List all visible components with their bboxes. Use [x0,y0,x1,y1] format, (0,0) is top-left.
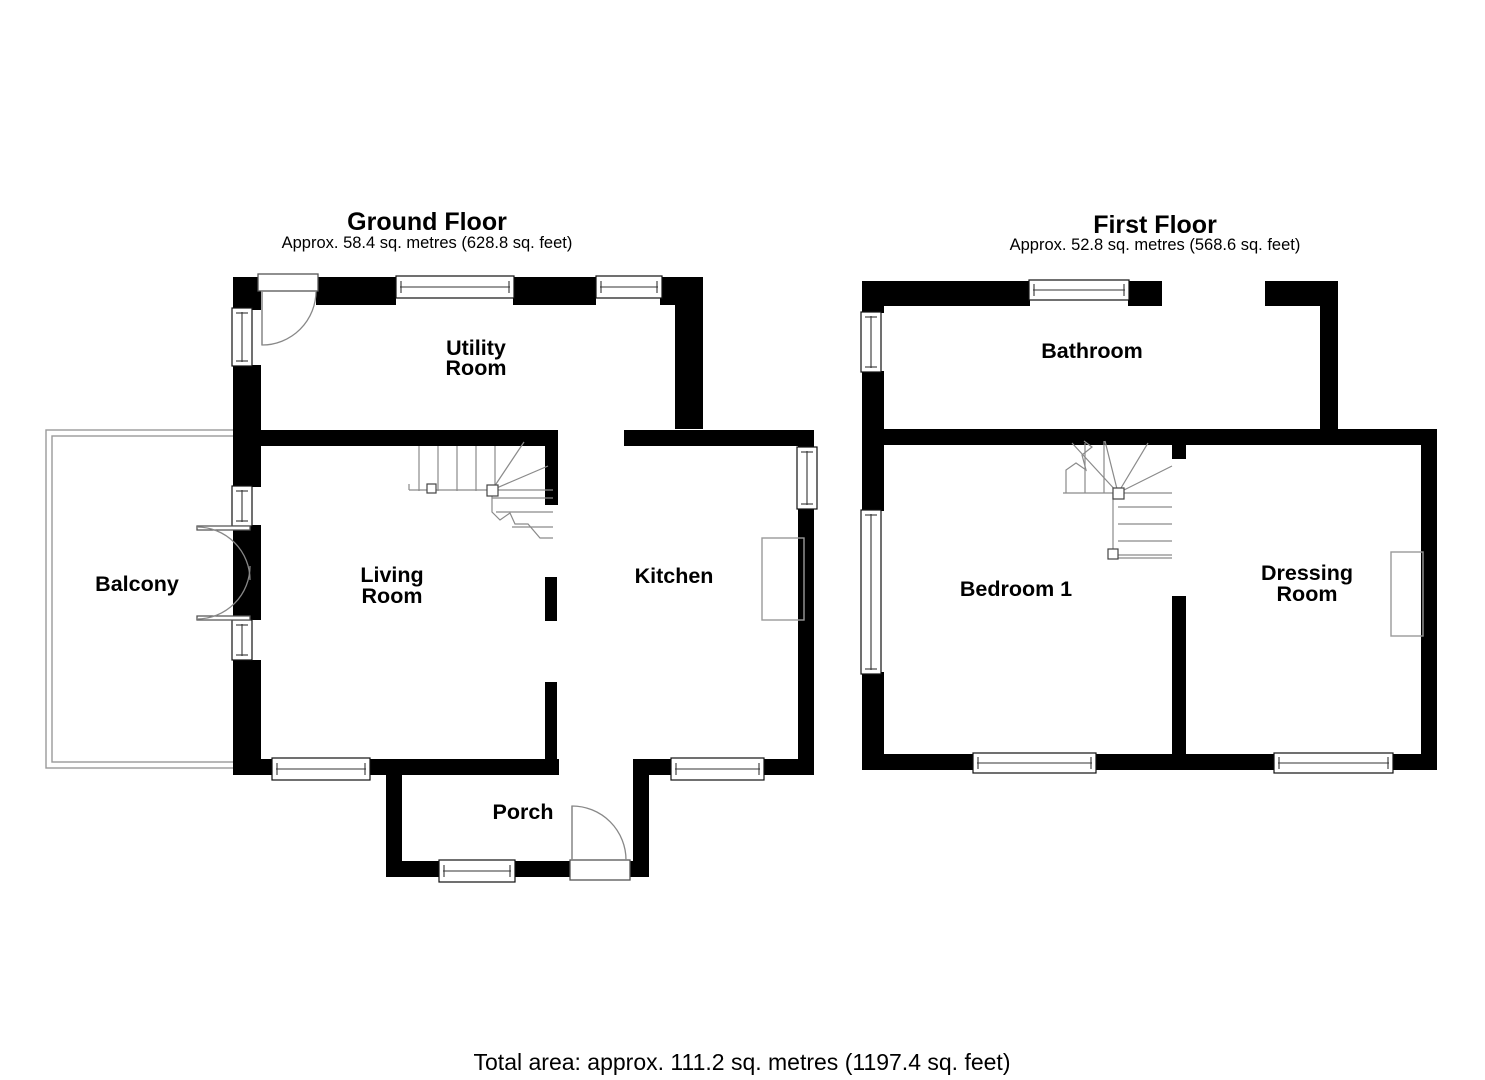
room-label-utility-line2: Room [446,356,507,380]
wall-first-south-c [1392,754,1437,770]
room-label-kitchen: Kitchen [635,564,714,588]
room-label-bedroom-1: Bedroom 1 [960,577,1072,601]
window-bathroom-west [860,311,882,373]
room-label-living-room: Living Room [360,563,423,608]
door-utility-north [257,273,319,346]
first-floor-subtitle: Approx. 52.8 sq. metres (568.6 sq. feet) [1010,236,1301,254]
window-utility-west [231,307,253,367]
wall-first-east [1421,429,1437,770]
wall-utility-top-b [513,277,596,305]
wall-living-bottom-b [369,759,559,775]
wall-utility-east [675,277,703,429]
wall-bath-bedroom-divider [862,429,1172,445]
wall-first-west-a [862,281,884,313]
window-living-west-lower [231,619,253,661]
total-area-text: Total area: approx. 111.2 sq. metres (11… [474,1049,1011,1075]
window-bedroom-west [860,509,882,675]
wall-utility-living-divider [233,430,558,446]
wall-bedroom-dressing-stub-bottom [1172,596,1186,756]
window-kitchen-east [796,446,818,510]
window-bedroom-south [972,752,1097,774]
wall-porch-bottom-a [386,861,440,877]
wall-first-west-c [862,672,884,770]
wall-bedroom-dressing-stub-top [1172,429,1186,459]
wall-landing-divider-right [1172,429,1437,445]
balcony-outline [45,429,241,769]
wall-kitchen-east-upper [798,430,814,448]
door-balcony-french [196,525,251,621]
door-porch-front [569,805,631,881]
wall-porch-right [633,759,649,877]
wall-bath-east [1320,281,1338,437]
first-floor-title: First Floor [1093,211,1217,239]
window-utility-north-2 [595,275,663,299]
window-kitchen-south [670,757,765,781]
room-label-bathroom: Bathroom [1041,339,1143,363]
wall-porch-bottom-c [627,861,649,877]
wall-bath-north-a [862,281,1030,306]
window-living-west-upper [231,485,253,527]
wall-kitchen-north [624,430,814,446]
wall-living-kitchen-stub-bottom [545,682,557,760]
wall-utility-top-a [316,277,396,305]
first-floor-plan: Bathroom Bedroom 1 Dressing Room [860,279,1437,774]
wall-kitchen-east-lower [798,508,814,775]
room-label-living-line1: Living [360,563,423,587]
counter-outline-kitchen [761,537,805,621]
room-label-dressing-line2: Room [1277,582,1338,606]
room-label-porch: Porch [493,800,554,824]
wall-bath-north-b [1128,281,1162,306]
window-dressing-south [1273,752,1394,774]
wall-living-left-a [233,430,261,487]
ground-floor-plan: Utility Room Balcony Living Room Kitchen… [45,273,818,883]
window-porch-south [438,859,516,883]
wall-living-kitchen-stub-top [545,577,557,621]
wall-first-south-a [862,754,974,770]
wall-porch-bottom-b [513,861,575,877]
wall-first-south-b [1095,754,1275,770]
room-label-balcony: Balcony [95,572,179,596]
ground-floor-title: Ground Floor [347,208,507,236]
staircase-ground [408,441,553,539]
wall-utility-left-upper [233,277,261,310]
wall-porch-left [386,759,402,877]
room-label-dressing-line1: Dressing [1261,561,1353,585]
room-label-utility-room: Utility Room [446,336,507,380]
wall-living-bottom-a [233,759,273,775]
room-label-dressing-room: Dressing Room [1261,561,1353,606]
window-living-south [271,757,371,781]
wall-stair-stub [545,430,558,505]
ground-floor-subtitle: Approx. 58.4 sq. metres (628.8 sq. feet) [282,234,573,252]
wardrobe-outline-dressing [1390,551,1424,637]
wall-living-left-b [233,525,261,620]
room-label-living-line2: Room [362,584,423,608]
window-bathroom-north [1028,279,1130,301]
staircase-first [1063,440,1173,560]
room-label-utility-line1: Utility [446,336,506,360]
wall-living-left-c [233,660,261,775]
window-utility-north-1 [395,275,515,299]
